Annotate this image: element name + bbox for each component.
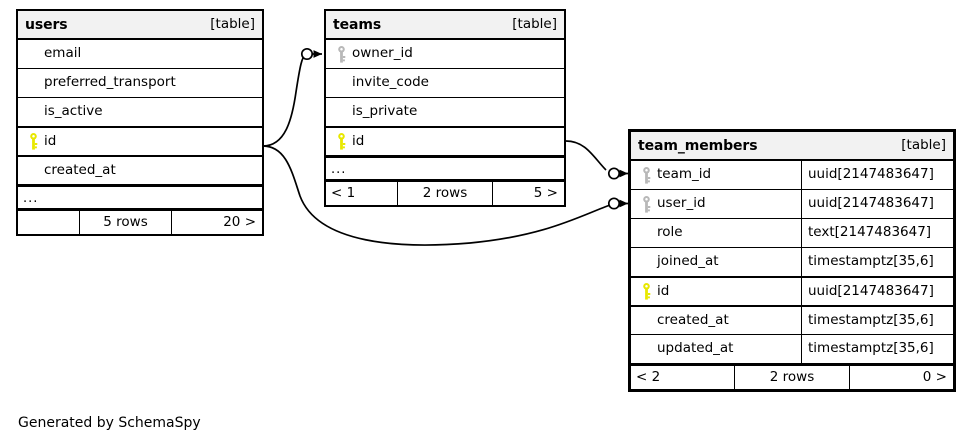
foreign-key-icon	[637, 195, 655, 213]
table-teams[interactable]: teams [table] owner_id	[324, 9, 566, 207]
column-name: email	[44, 45, 82, 62]
table-users-title: users	[25, 16, 68, 33]
table-team-members[interactable]: team_members [table] team_id uuid[214748…	[628, 129, 956, 392]
column-cell: owner_id	[326, 40, 564, 68]
column-name: preferred_transport	[44, 74, 176, 91]
table-row[interactable]: created_at timestamptz[35,6]	[631, 306, 953, 335]
column-cell: role	[631, 219, 801, 247]
column-name: user_id	[657, 195, 706, 212]
footer-prev-count[interactable]: < 1	[331, 184, 356, 201]
table-row[interactable]: team_id uuid[2147483647]	[631, 161, 953, 190]
column-name: id	[352, 132, 365, 149]
ellipsis-label: ...	[331, 162, 347, 177]
table-row[interactable]: preferred_transport	[18, 69, 262, 98]
table-row[interactable]: is_private	[326, 98, 564, 127]
column-cell: joined_at	[631, 248, 801, 276]
foreign-key-icon	[637, 166, 655, 184]
column-name: joined_at	[657, 253, 719, 270]
column-cell: id	[326, 128, 564, 155]
edge-teams-id-to-team_members-team_id	[565, 140, 628, 180]
column-name: updated_at	[657, 340, 734, 357]
table-row[interactable]: owner_id	[326, 40, 564, 69]
column-name: created_at	[44, 161, 116, 178]
column-type: timestamptz[35,6]	[801, 307, 953, 334]
table-row[interactable]: id uuid[2147483647]	[631, 277, 953, 306]
column-cell: invite_code	[326, 69, 564, 97]
footer-next-count[interactable]: 20 >	[223, 213, 256, 230]
table-users-header: users [table]	[18, 11, 262, 40]
generated-by-caption: Generated by SchemaSpy	[18, 415, 201, 431]
column-name: owner_id	[352, 45, 413, 62]
column-cell: id	[631, 278, 801, 305]
table-row[interactable]: invite_code	[326, 69, 564, 98]
column-name: created_at	[657, 311, 729, 328]
column-name: team_id	[657, 166, 712, 183]
column-type: uuid[2147483647]	[801, 161, 953, 189]
column-cell: preferred_transport	[18, 69, 262, 97]
more-columns-cell: ...	[326, 158, 564, 179]
primary-key-icon	[637, 283, 655, 300]
column-name: is_private	[352, 103, 418, 120]
table-users[interactable]: users [table] email preferred_transport …	[16, 9, 264, 236]
more-columns-cell: ...	[18, 187, 262, 208]
edge-users-id-to-teams-owner_id	[262, 47, 322, 147]
table-row[interactable]: created_at	[18, 156, 262, 185]
column-type: uuid[2147483647]	[801, 278, 953, 305]
table-users-footer: 5 rows 20 >	[18, 209, 262, 234]
footer-prev-count[interactable]: < 2	[636, 368, 661, 385]
column-name: role	[657, 224, 683, 241]
column-type: text[2147483647]	[801, 219, 953, 247]
table-teams-header: teams [table]	[326, 11, 564, 40]
table-teams-title: teams	[333, 16, 382, 33]
footer-next-count[interactable]: 0 >	[922, 368, 947, 385]
table-team-members-title: team_members	[638, 137, 758, 154]
column-name: is_active	[44, 103, 103, 120]
primary-key-icon	[24, 133, 42, 150]
more-columns-indicator[interactable]: ...	[18, 185, 262, 209]
column-cell: email	[18, 40, 262, 68]
column-name: id	[44, 132, 57, 149]
table-users-kind: [table]	[210, 15, 255, 32]
more-columns-indicator[interactable]: ...	[326, 156, 564, 180]
column-cell: updated_at	[631, 335, 801, 363]
column-type: uuid[2147483647]	[801, 190, 953, 218]
table-row[interactable]: role text[2147483647]	[631, 219, 953, 248]
column-name: id	[657, 282, 670, 299]
footer-row-count: 2 rows	[397, 182, 493, 205]
column-type: timestamptz[35,6]	[801, 248, 953, 276]
table-row[interactable]: updated_at timestamptz[35,6]	[631, 335, 953, 364]
table-team-members-footer: < 2 2 rows 0 >	[631, 364, 953, 389]
footer-row-count: 5 rows	[79, 211, 172, 234]
table-row[interactable]: is_active	[18, 98, 262, 127]
footer-prev-count[interactable]	[18, 211, 79, 234]
table-teams-kind: [table]	[512, 15, 557, 32]
footer-row-count: 2 rows	[734, 366, 850, 389]
column-cell: is_private	[326, 98, 564, 126]
column-name: invite_code	[352, 74, 429, 91]
foreign-key-icon	[332, 45, 350, 63]
table-team-members-header: team_members [table]	[631, 132, 953, 161]
footer-next-count[interactable]: 5 >	[533, 184, 558, 201]
column-cell: user_id	[631, 190, 801, 218]
table-row[interactable]: joined_at timestamptz[35,6]	[631, 248, 953, 277]
ellipsis-label: ...	[23, 191, 39, 206]
table-teams-footer: < 1 2 rows 5 >	[326, 180, 564, 205]
column-cell: created_at	[18, 157, 262, 184]
table-team-members-kind: [table]	[901, 136, 946, 153]
column-type: timestamptz[35,6]	[801, 335, 953, 363]
table-row[interactable]: id	[18, 127, 262, 156]
column-cell: created_at	[631, 307, 801, 334]
table-row[interactable]: id	[326, 127, 564, 156]
column-cell: is_active	[18, 98, 262, 126]
column-cell: team_id	[631, 161, 801, 189]
primary-key-icon	[332, 133, 350, 150]
table-row[interactable]: email	[18, 40, 262, 69]
column-cell: id	[18, 128, 262, 155]
table-row[interactable]: user_id uuid[2147483647]	[631, 190, 953, 219]
